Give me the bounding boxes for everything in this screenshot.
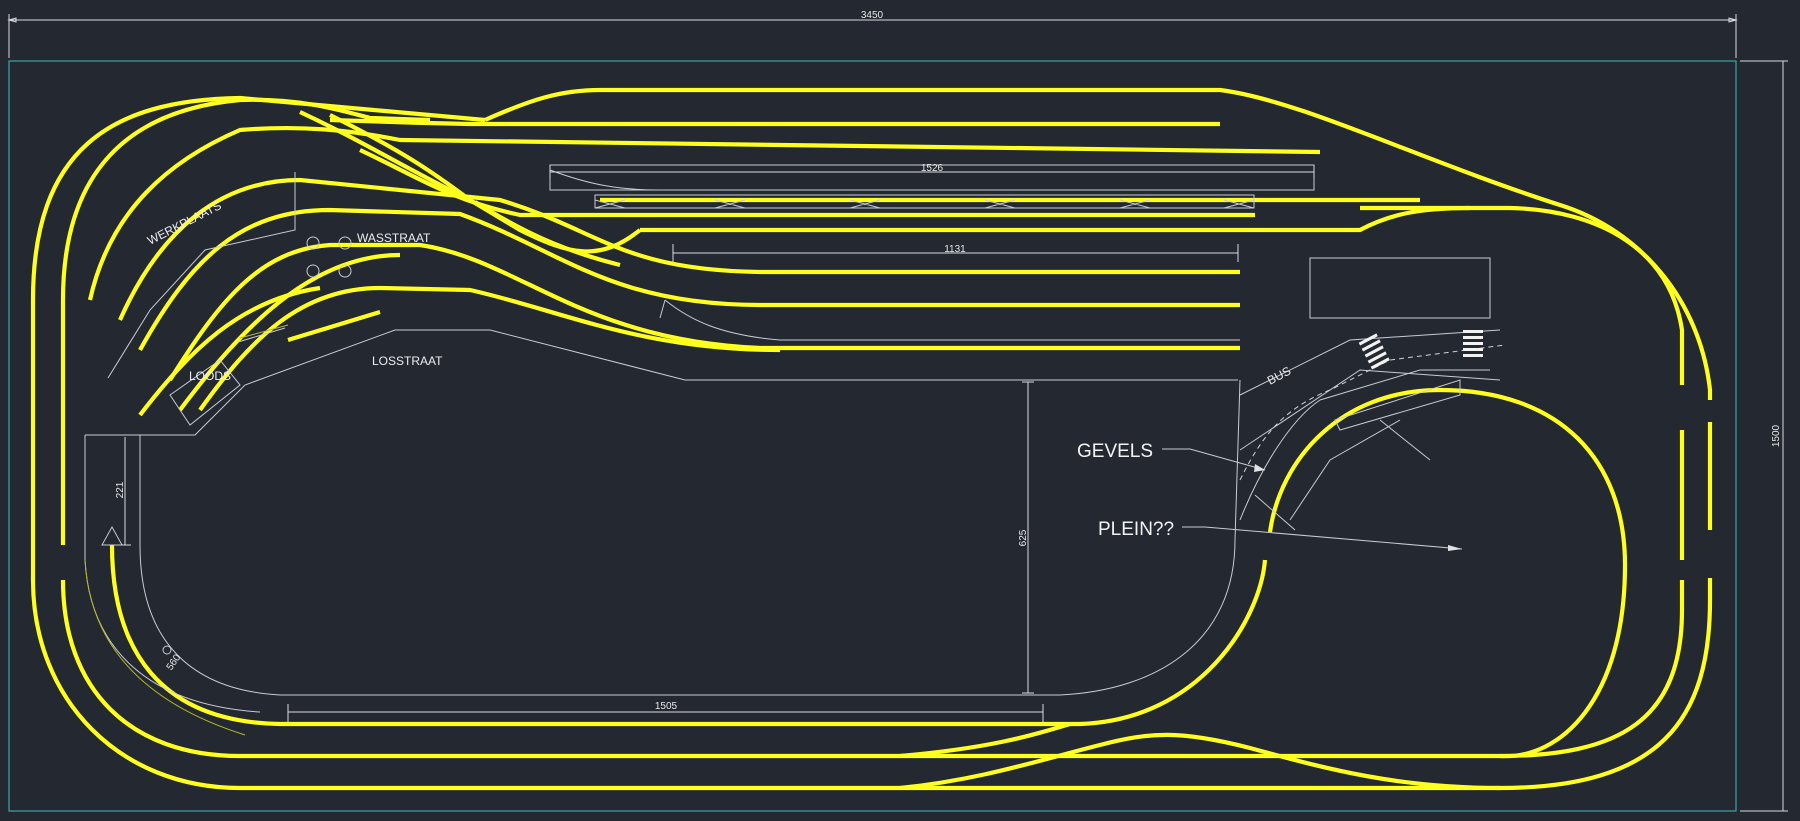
dimension-inner-height: 625 (1018, 381, 1034, 694)
dim-text-bottom-run: 1505 (655, 701, 678, 712)
dim-text-total-width: 3450 (861, 10, 884, 21)
label-gevels: GEVELS (1077, 441, 1153, 462)
scenery-linework (84, 164, 1506, 736)
dimension-total-width: 3450 (7, 10, 1738, 58)
dim-text-radius: 560 (165, 652, 184, 672)
wasstraat-posts (306, 236, 352, 278)
baseboard-outline (8, 60, 1737, 812)
label-bus: BUS (1265, 364, 1293, 388)
dim-text-platform-2: 1131 (944, 244, 966, 255)
label-losstraat: LOSSTRAAT (372, 354, 443, 368)
label-loods: LOODS (189, 369, 231, 383)
dim-text-platform-1: 1526 (921, 163, 944, 174)
dim-text-left-offset: 221 (115, 481, 126, 498)
dimension-bottom-run: 1505 (287, 701, 1044, 722)
callout-gevels: GEVELS (1077, 441, 1266, 472)
label-werkplaats: WERKPLAATS (145, 198, 224, 247)
track-network (30, 87, 1713, 791)
zebra-crossing-left (1358, 333, 1390, 370)
dimension-left-offset: 221 (101, 437, 131, 546)
dimension-total-height: 1500 (1740, 60, 1788, 812)
zebra-crossing-right (1463, 330, 1483, 357)
dimension-platform-2: 1131 (672, 244, 1239, 262)
dimension-platform-1: 1526 (549, 163, 1315, 178)
label-wasstraat: WASSTRAAT (357, 231, 431, 245)
dim-text-inner-height: 625 (1018, 529, 1029, 546)
dim-text-total-height: 1500 (1771, 424, 1782, 447)
callout-plein: PLEIN?? (1098, 519, 1463, 551)
label-plein: PLEIN?? (1098, 519, 1174, 540)
